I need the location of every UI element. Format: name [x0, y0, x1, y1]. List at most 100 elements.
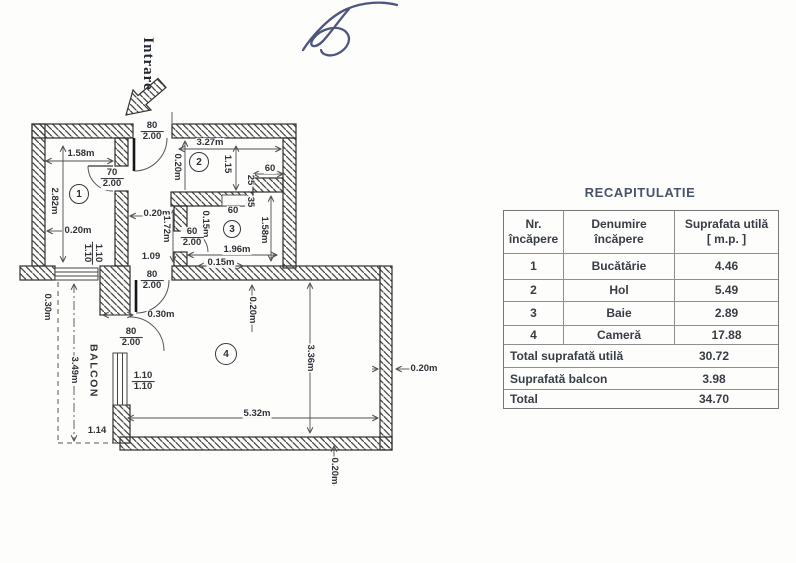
header-text: [ m.p. ] [706, 232, 747, 246]
windows [54, 267, 128, 406]
door-height-value: 2.00 [140, 280, 164, 292]
room-name-cell: Cameră [564, 326, 675, 344]
totals-value: 34.70 [698, 392, 730, 406]
dimension-label: 1.14 [86, 425, 108, 437]
dimension-label: 0.30m [41, 292, 53, 322]
door-height-value: 2.00 [140, 131, 164, 143]
dimension-label: 1.58m [258, 215, 270, 245]
room-number-badge: 1 [69, 184, 89, 204]
dimension-label: 1.58m [66, 148, 96, 160]
door-height-value: 1.10 [131, 381, 155, 393]
room-number-cell: 2 [504, 280, 564, 301]
dimension-label: 0.20m [409, 363, 439, 375]
room1-door-arc [87, 165, 114, 192]
balcony-door-arc [129, 316, 165, 352]
totals-label: Suprafată balcon [510, 371, 608, 386]
dimension-label: 1.15 [221, 153, 233, 175]
dimension-label: 25 [244, 173, 256, 187]
dimension-label: 3.36m [304, 343, 316, 373]
dimension-label: 60 [226, 205, 240, 217]
doors [87, 137, 209, 352]
room-area-cell: 2.89 [714, 306, 739, 320]
handwritten-mark [301, 1, 399, 57]
table-header-cell: Nr.încăpere [504, 211, 564, 253]
room-number-badge: 3 [223, 220, 241, 238]
header-text: încăpere [594, 232, 644, 246]
dimension-label: 5.32m [242, 408, 272, 420]
dimension-label: 1.96m [222, 244, 252, 256]
window-room1 [54, 267, 99, 281]
totals-value: 30.72 [698, 349, 730, 363]
room4-door-arc [135, 279, 170, 314]
dimension-label: 35 [244, 195, 256, 209]
door-width-value: 80 [125, 326, 137, 338]
door-width-value: 60 [186, 226, 198, 238]
door-height-value: 2.00 [119, 337, 143, 349]
dimension-label: 1.09 [140, 251, 162, 263]
recap-title: RECAPITULATIE [584, 185, 696, 200]
room-name-cell: Baie [564, 302, 675, 325]
dimension-label: 60 [263, 163, 277, 175]
door-width-value: 1.10 [133, 370, 153, 382]
door-width-value: 1.10 [92, 243, 104, 263]
header-text: Suprafata utilă [684, 217, 769, 231]
dimension-label: 3.27m [195, 137, 225, 149]
room-name-cell: Hol [564, 280, 675, 301]
room-number-badge: 4 [215, 343, 237, 365]
totals-row: Total 34.70 [504, 390, 778, 408]
window-room4-balcony [112, 352, 128, 406]
wall-block-mid [99, 265, 131, 316]
door-height-value: 2.00 [180, 237, 204, 249]
wall-partition-upper [114, 137, 129, 167]
wall-top-right [171, 123, 297, 139]
room-number-badge: 2 [189, 152, 209, 172]
door-width-value: 80 [146, 120, 158, 132]
header-text: încăpere [508, 232, 559, 246]
entrance-arrow-icon [125, 77, 167, 116]
door-height-value: 1.10 [81, 241, 93, 265]
room-number-cell: 3 [504, 302, 564, 325]
door-width-value: 70 [106, 167, 118, 179]
door-height-value: 2.00 [100, 178, 124, 190]
totals-row: Total suprafată utilă 30.72 [504, 345, 778, 368]
totals-label: Total [510, 392, 538, 406]
room-number-cell: 4 [504, 326, 564, 344]
dimension-label: 3.49m [68, 355, 80, 385]
totals-label: Total suprafată utilă [510, 349, 624, 363]
totals-row: Suprafată balcon 3.98 [504, 368, 778, 390]
room-name-cell: Bucătărie [564, 254, 675, 279]
room-number-cell: 1 [504, 254, 564, 279]
dimension-label: 0.20m [63, 225, 93, 237]
balcony-label: BALCON [87, 343, 100, 399]
totals-value: 3.98 [702, 371, 726, 386]
entrance-label: Intrare [139, 37, 156, 91]
room-area-cell: 17.88 [711, 327, 742, 342]
dimension-label: 0.30m [146, 309, 176, 321]
dimension-label: 0.20m [246, 295, 258, 325]
balcony-outline [57, 282, 122, 444]
dimension-label: 0.20m [328, 456, 340, 486]
dimension-label: 1.72m [160, 214, 172, 244]
table-header-cell: Suprafata utilă[ m.p. ] [675, 211, 778, 253]
door-width-value: 80 [146, 269, 158, 281]
header-text: Nr. [525, 217, 542, 231]
dimension-label: 0.20m [171, 152, 183, 182]
dimension-label: 0.15m [206, 257, 236, 269]
dimension-label: 2.82m [48, 186, 60, 216]
